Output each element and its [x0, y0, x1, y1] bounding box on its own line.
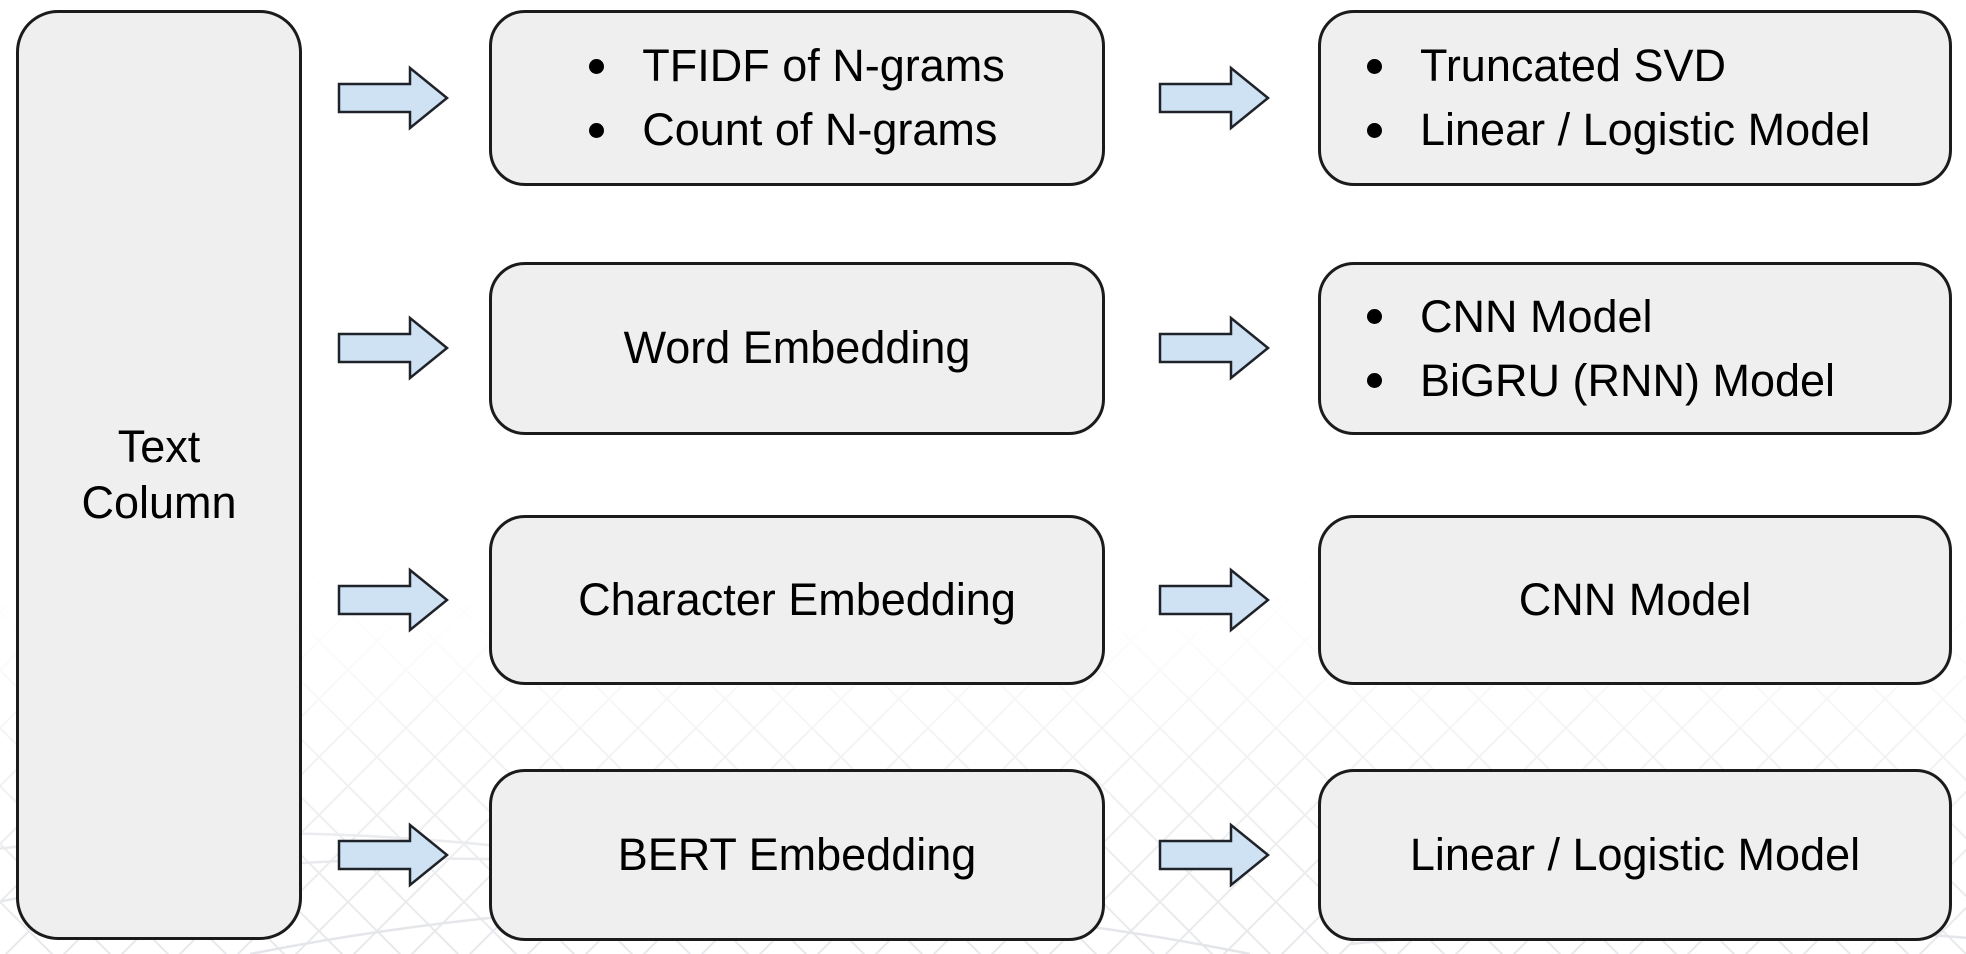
feature-label: Word Embedding	[623, 322, 971, 374]
bullet-dot-icon	[1367, 58, 1382, 74]
list-item-label: BiGRU (RNN) Model	[1420, 354, 1836, 406]
list-item: Count of N-grams	[589, 98, 1005, 162]
list-item-label: CNN Model	[1420, 290, 1653, 342]
list-item: Truncated SVD	[1367, 34, 1870, 98]
flow-arrow-icon	[1158, 315, 1270, 381]
list-item: Linear / Logistic Model	[1367, 98, 1870, 162]
flow-arrow-icon	[1158, 822, 1270, 888]
feature-box-word-embedding: Word Embedding	[489, 262, 1105, 435]
model-box-cnn-bigru: CNN Model BiGRU (RNN) Model	[1318, 262, 1952, 435]
model-list-svd-linear: Truncated SVD Linear / Logistic Model	[1367, 34, 1870, 162]
feature-box-bert-embedding: BERT Embedding	[489, 769, 1105, 941]
list-item-label: Count of N-grams	[642, 104, 998, 155]
flow-arrow-icon	[337, 567, 449, 633]
model-box-cnn: CNN Model	[1318, 515, 1952, 685]
list-item: CNN Model	[1367, 285, 1835, 349]
flow-arrow-icon	[337, 822, 449, 888]
model-box-svd-linear: Truncated SVD Linear / Logistic Model	[1318, 10, 1952, 186]
source-label: Text Column	[81, 420, 237, 528]
bullet-dot-icon	[1367, 373, 1382, 388]
bullet-dot-icon	[589, 122, 605, 138]
feature-box-character-embedding: Character Embedding	[489, 515, 1105, 685]
bullet-dot-icon	[1367, 122, 1382, 138]
model-box-linear-logistic: Linear / Logistic Model	[1318, 769, 1952, 941]
source-box-text-column: Text Column	[16, 10, 302, 940]
feature-list-ngrams: TFIDF of N-grams Count of N-grams	[589, 34, 1005, 162]
flow-arrow-icon	[337, 315, 449, 381]
list-item-label: Linear / Logistic Model	[1420, 104, 1871, 155]
flow-arrow-icon	[1158, 567, 1270, 633]
flow-arrow-icon	[337, 65, 449, 131]
model-list-cnn-bigru: CNN Model BiGRU (RNN) Model	[1367, 285, 1835, 413]
list-item: BiGRU (RNN) Model	[1367, 349, 1835, 413]
model-label: CNN Model	[1518, 573, 1752, 625]
bullet-dot-icon	[589, 58, 605, 74]
model-label: Linear / Logistic Model	[1409, 828, 1861, 880]
list-item: TFIDF of N-grams	[589, 34, 1005, 98]
bullet-dot-icon	[1367, 309, 1382, 324]
list-item-label: TFIDF of N-grams	[642, 40, 1005, 91]
flow-arrow-icon	[1158, 65, 1270, 131]
list-item-label: Truncated SVD	[1420, 40, 1726, 91]
feature-label: Character Embedding	[578, 573, 1016, 625]
feature-box-ngrams: TFIDF of N-grams Count of N-grams	[489, 10, 1105, 186]
feature-label: BERT Embedding	[617, 828, 977, 880]
